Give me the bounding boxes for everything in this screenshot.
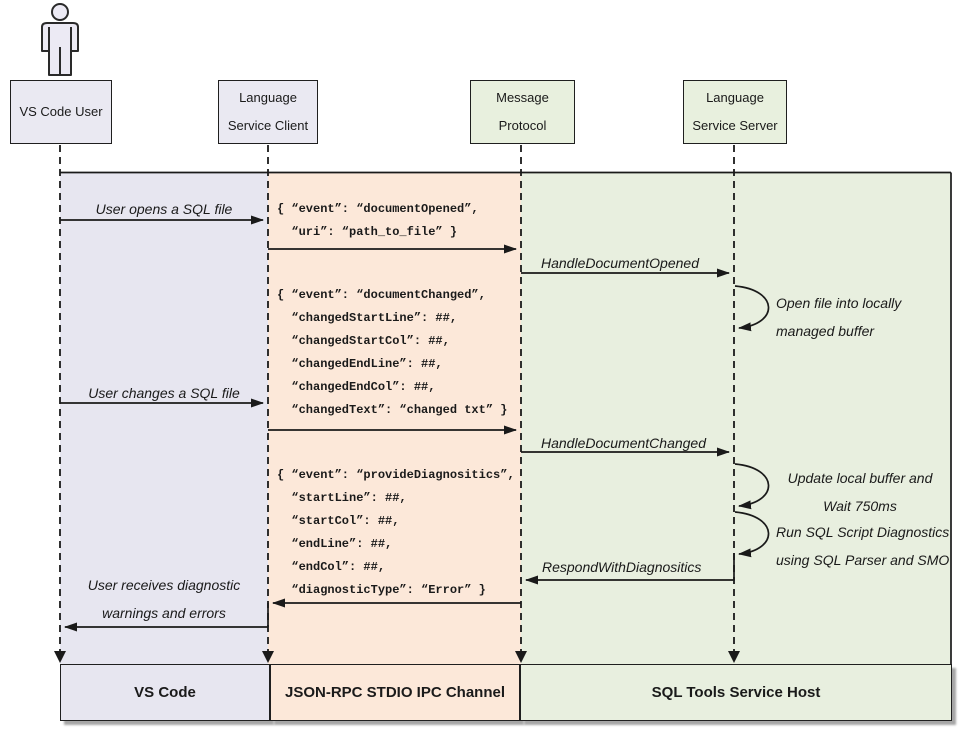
json-line: “uri”: “path_to_file” } <box>277 225 458 239</box>
lane-host-background <box>521 173 951 664</box>
note-open-file-line1: Open file into locally <box>776 295 902 311</box>
actor-box-server-label-line2: Service Server <box>692 118 778 133</box>
note-update-line1: Update local buffer and <box>787 470 933 486</box>
label-handle-document-opened: HandleDocumentOpened <box>541 255 699 271</box>
note-open-file-buffer: Open file into locally managed buffer <box>776 289 901 345</box>
actor-box-user-label: VS Code User <box>19 104 103 119</box>
label-handle-document-changed: HandleDocumentChanged <box>541 435 706 451</box>
json-line: “changedStartCol”: ##, <box>277 334 450 348</box>
json-line: “endLine”: ##, <box>277 537 393 551</box>
json-document-opened: { “event”: “documentOpened”, “uri”: “pat… <box>277 198 479 244</box>
json-line: “changedStartLine”: ##, <box>277 311 458 325</box>
json-line: { “event”: “documentOpened”, <box>277 202 479 216</box>
json-line: “changedEndLine”: ##, <box>277 357 443 371</box>
actor-box-server-label-line1: Language <box>706 90 764 105</box>
json-line: “startCol”: ##, <box>277 514 400 528</box>
lane-box-vscode: VS Code <box>60 664 270 721</box>
json-line: “startLine”: ##, <box>277 491 407 505</box>
actor-box-client-label-line2: Service Client <box>227 118 309 133</box>
note-update-buffer-wait: Update local buffer and Wait 750ms <box>772 464 948 520</box>
actor-box-protocol-label-line1: Message <box>496 90 549 105</box>
json-line: “changedEndCol”: ##, <box>277 380 436 394</box>
actor-box-server: Language Service Server <box>683 80 787 144</box>
note-update-line2: Wait 750ms <box>823 498 897 514</box>
note-run-sql-diagnostics: Run SQL Script Diagnostics using SQL Par… <box>776 518 949 574</box>
json-document-changed: { “event”: “documentChanged”, “changedSt… <box>277 284 507 422</box>
actor-box-client: Language Service Client <box>218 80 318 144</box>
json-line: “diagnosticType”: “Error” } <box>277 583 486 597</box>
json-line: { “event”: “documentChanged”, <box>277 288 486 302</box>
label-user-receives-diagnostics: User receives diagnostic warnings and er… <box>70 571 258 627</box>
lane-box-ipc: JSON-RPC STDIO IPC Channel <box>270 664 520 721</box>
label-user-receives-line2: warnings and errors <box>102 605 226 621</box>
actor-box-protocol-label-line2: Protocol <box>498 118 547 133</box>
label-user-opens-sql-file: User opens a SQL file <box>95 201 233 217</box>
actor-box-user: VS Code User <box>10 80 112 144</box>
json-line: “endCol”: ##, <box>277 560 386 574</box>
note-run-line1: Run SQL Script Diagnostics <box>776 524 950 540</box>
label-respond-with-diagnostics: RespondWithDiagnositics <box>542 559 702 575</box>
label-user-receives-line1: User receives diagnostic <box>87 577 241 593</box>
label-user-changes-sql-file: User changes a SQL file <box>88 385 240 401</box>
note-open-file-line2: managed buffer <box>776 323 875 339</box>
lane-box-vscode-label: VS Code <box>134 684 196 701</box>
actor-box-protocol: Message Protocol <box>470 80 575 144</box>
json-line: “changedText”: “changed txt” } <box>277 403 508 417</box>
actor-box-client-label-line1: Language <box>239 90 297 105</box>
lane-box-ipc-label: JSON-RPC STDIO IPC Channel <box>284 684 506 701</box>
person-actor-icon <box>41 3 79 76</box>
note-run-line2: using SQL Parser and SMO <box>776 552 950 568</box>
lane-ipc-background <box>268 173 521 664</box>
json-line: { “event”: “provideDiagnositics”, <box>277 468 515 482</box>
lane-vscode-background <box>60 173 268 664</box>
lane-box-host: SQL Tools Service Host <box>520 664 952 721</box>
lane-box-host-label: SQL Tools Service Host <box>651 684 821 701</box>
json-provide-diagnostics: { “event”: “provideDiagnositics”, “start… <box>277 464 515 602</box>
